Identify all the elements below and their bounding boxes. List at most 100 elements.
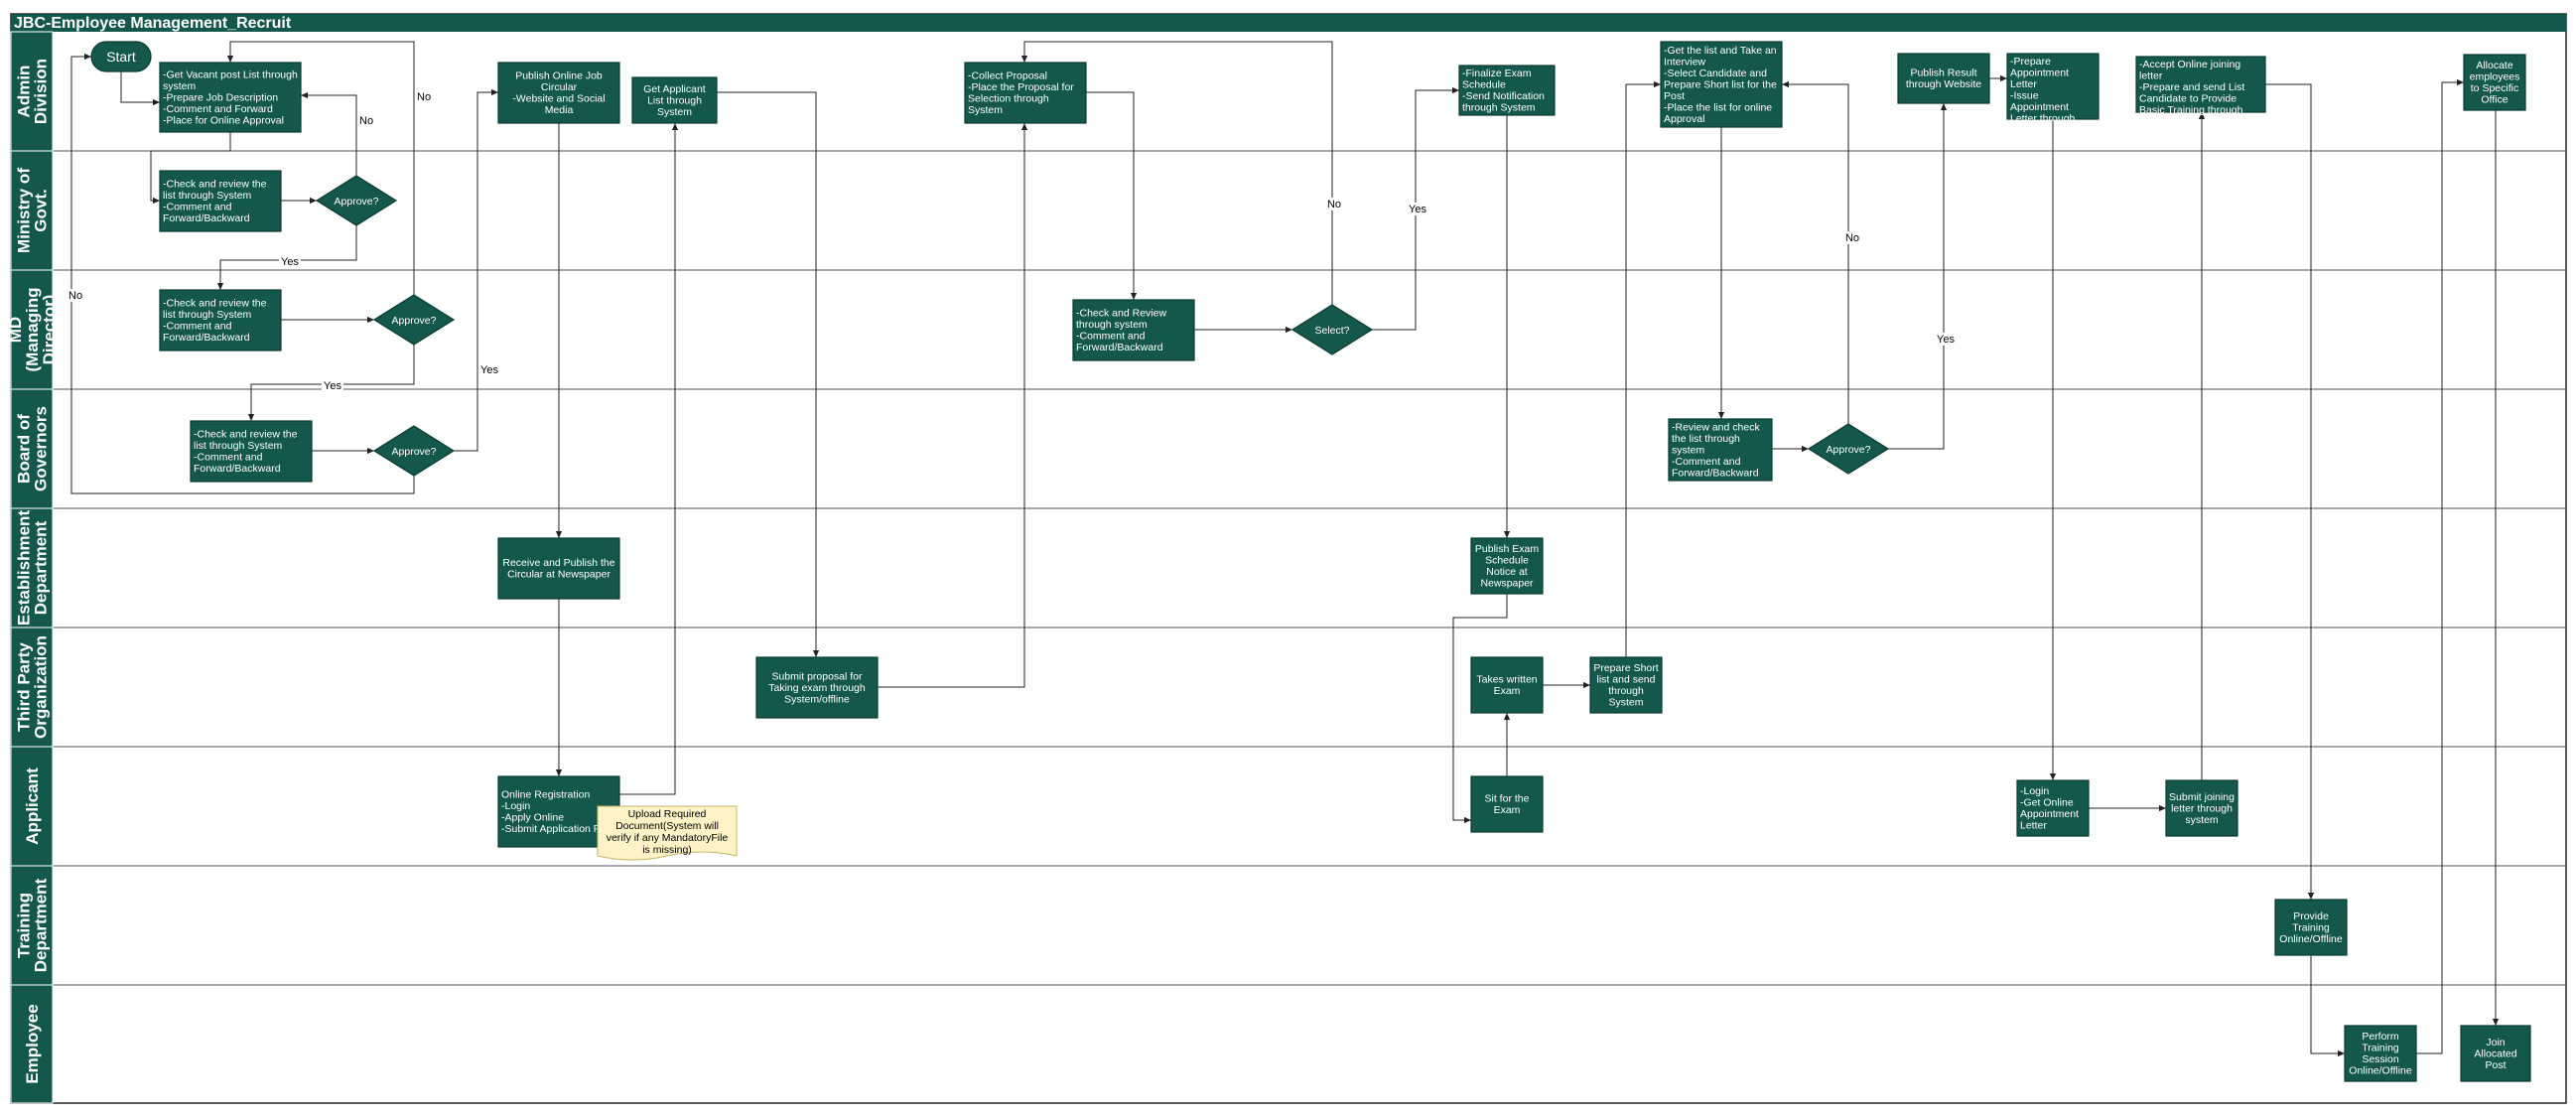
- text-line: employees: [2470, 71, 2520, 83]
- text-line: Allocated: [2474, 1047, 2516, 1059]
- text-line: Governors: [32, 406, 51, 491]
- text-line: -Check and review the: [194, 429, 298, 441]
- text-line: Letter: [2010, 78, 2037, 90]
- text-line: Letter through: [2010, 113, 2076, 125]
- text-line: Allocate: [2476, 60, 2513, 71]
- text-line: -Finalize Exam: [1462, 68, 1532, 79]
- process-label: Online Registration-Login-Apply Online-S…: [501, 789, 611, 836]
- text-line: -Apply Online: [501, 812, 564, 824]
- note-shape: [597, 805, 738, 861]
- node-collect-proposal[interactable]: -Collect Proposal-Place the Proposal for…: [964, 62, 1087, 124]
- text-line: -Comment and: [163, 202, 232, 213]
- node-bog-approve[interactable]: Approve?: [372, 425, 456, 477]
- text-line: -Accept Online joining: [2139, 59, 2240, 70]
- text-line: letter through: [2171, 802, 2233, 814]
- text-line: Takes written: [1476, 674, 1537, 686]
- lane-label: Applicant: [23, 768, 42, 845]
- lane-header: [10, 746, 54, 867]
- decision-label: Approve?: [392, 446, 437, 458]
- edge-online_reg-to-get_applicant: [619, 122, 679, 795]
- text-line: -Check and review the: [163, 298, 267, 310]
- lane-employee: Employee: [10, 984, 54, 1104]
- text-line: System/offline: [784, 693, 850, 705]
- text-line: Appointment: [2010, 101, 2069, 113]
- text-line: Receive and Publish the: [502, 557, 614, 569]
- lane-training: TrainingDepartment: [10, 865, 2566, 986]
- node-min-approve[interactable]: Approve?: [315, 175, 398, 226]
- process-label: -Collect Proposal-Place the Proposal for…: [968, 70, 1074, 117]
- text-line: Admin: [15, 66, 34, 118]
- decision-label: Approve?: [335, 196, 379, 208]
- node-md-approve[interactable]: Approve?: [372, 294, 456, 346]
- text-line: Upload Required: [628, 808, 707, 820]
- lane-md: MD(ManagingDirector): [6, 269, 2566, 390]
- text-line: List through: [647, 94, 702, 106]
- decision-shape: [315, 175, 398, 226]
- text-line: -Website and Social: [512, 93, 605, 105]
- text-line: Submit joining: [2169, 791, 2235, 803]
- node-bog-approve2[interactable]: Approve?: [1807, 423, 1890, 475]
- process-shape: [1072, 299, 1195, 361]
- text-line: Online Registration: [501, 789, 590, 801]
- text-line: Director): [40, 295, 59, 365]
- lane-header: [10, 150, 54, 271]
- edge-collect_proposal-to-md_check: [1086, 91, 1138, 300]
- text-line: letter: [2139, 70, 2163, 82]
- text-line: Circular at Newspaper: [507, 569, 610, 581]
- node-select[interactable]: Select?: [1290, 304, 1374, 355]
- lane-header: [10, 507, 54, 628]
- node-start[interactable]: Start: [90, 41, 152, 72]
- text-line: -Comment and: [1672, 456, 1741, 468]
- text-line: Document(System will: [615, 820, 719, 832]
- text-line: Approval: [1664, 113, 1704, 125]
- text-line: -Prepare: [2010, 56, 2051, 68]
- lane-header: [10, 984, 54, 1104]
- edge-label-bg: [67, 289, 85, 302]
- text-line: System: [2139, 116, 2174, 128]
- decision-shape: [372, 425, 456, 477]
- edge-label-bg: [1935, 333, 1957, 346]
- text-line: Employee: [23, 1004, 42, 1083]
- edge-perform_training-to-allocate: [2416, 78, 2464, 1054]
- text-line: -Review and check: [1672, 421, 1760, 433]
- text-line: Schedule: [1462, 79, 1506, 91]
- text-line: Newspaper: [1480, 578, 1534, 590]
- decision-shape: [1290, 304, 1374, 355]
- text-line: -Send Notification: [1462, 90, 1545, 102]
- lane-label-group: Board ofGovernors: [15, 406, 51, 491]
- text-line: -Comment and: [1076, 331, 1146, 343]
- process-shape: [2006, 53, 2100, 120]
